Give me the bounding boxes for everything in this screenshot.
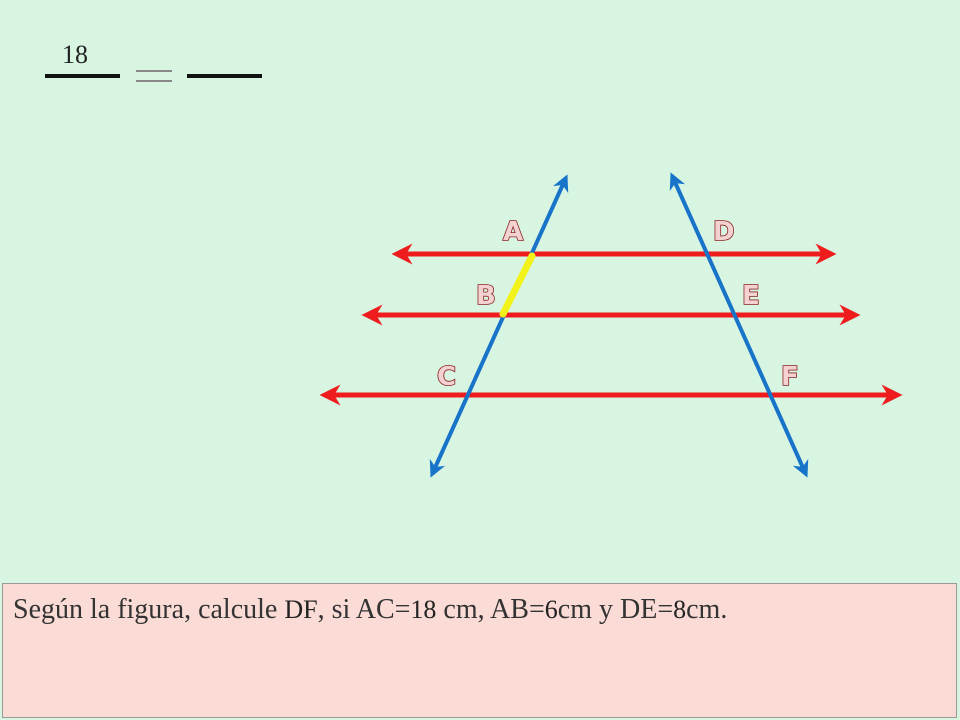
problem-suffix: cm. (686, 594, 728, 625)
transversal-right (669, 172, 809, 478)
problem-ab-value: 6 (544, 595, 558, 624)
problem-statement-box: Según la figura, calcule DF, si AC=18 cm… (2, 583, 957, 718)
problem-statement: Según la figura, calcule DF, si AC=18 cm… (13, 594, 727, 626)
transversal-left (429, 174, 569, 478)
problem-de-prefix: cm y DE= (557, 594, 674, 625)
highlight-segment-ab (499, 252, 536, 318)
problem-ac-value: 18 (410, 595, 437, 624)
point-label-f: F (781, 362, 799, 392)
parallel-lines-diagram: A B C D E F (319, 172, 903, 478)
point-label-c: C (437, 362, 456, 392)
problem-given-start: , si AC= (317, 594, 411, 625)
fraction-numerator: 18 (62, 40, 88, 69)
problem-intro: Según la figura, calcule (13, 594, 285, 625)
problem-ab-prefix: cm, AB= (436, 594, 545, 625)
equals-sign (136, 70, 172, 86)
point-label-a: A (503, 217, 523, 247)
point-label-b: B (476, 281, 496, 311)
problem-target: DF (284, 595, 318, 624)
point-label-d: D (713, 217, 735, 247)
point-label-e: E (742, 281, 760, 311)
problem-de-value: 8 (673, 595, 687, 624)
fraction-bar-left (45, 74, 120, 78)
fraction-bar-right (187, 74, 262, 78)
